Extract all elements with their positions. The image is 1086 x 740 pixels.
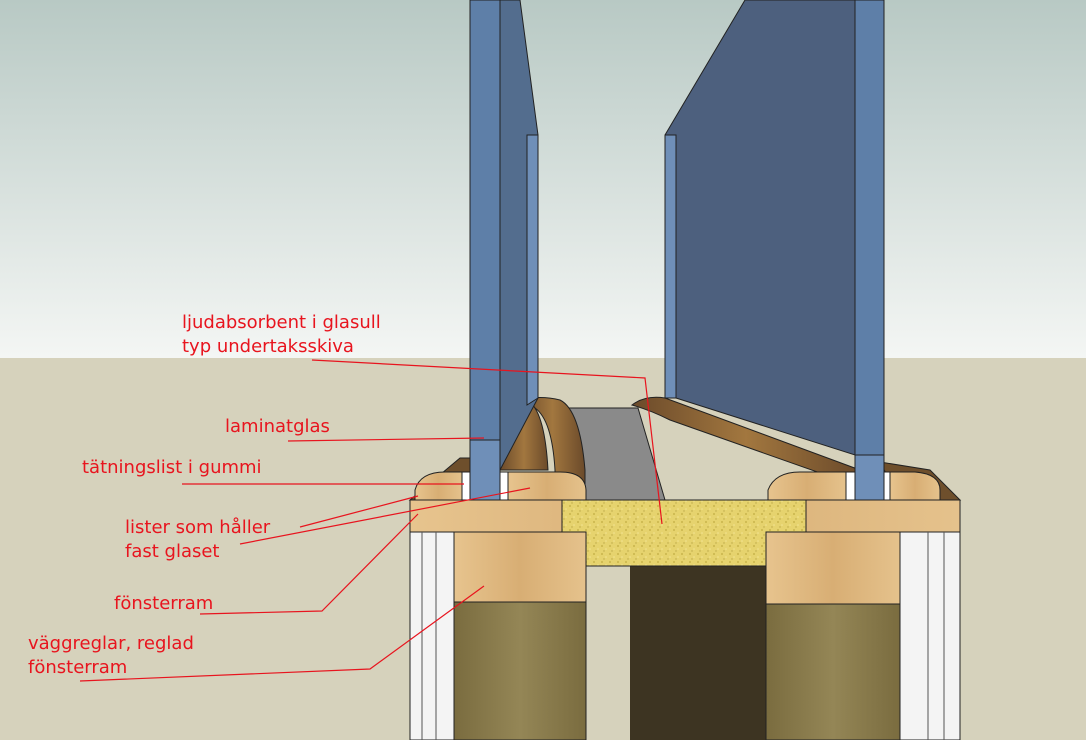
label-lister-line2: fast glaset	[125, 541, 220, 562]
leader-line-ljudabsorbent	[311, 359, 663, 525]
label-vaggreglar-line1: väggreglar, reglad	[28, 633, 194, 654]
label-lister: lister som håller fast glaset	[125, 516, 270, 564]
label-ljudabsorbent-line2: typ undertaksskiva	[182, 336, 354, 357]
label-tatningslist: tätningslist i gummi	[82, 457, 262, 478]
leader-line-lister-2	[239, 487, 531, 545]
label-vaggreglar: väggreglar, reglad fönsterram	[28, 632, 194, 680]
label-laminatglas: laminatglas	[225, 416, 330, 437]
leader-line-fonsterram	[199, 513, 419, 615]
leader-line-vaggreglar	[79, 585, 485, 682]
leader-line-laminatglas	[287, 437, 485, 442]
label-lister-line1: lister som håller	[125, 517, 271, 538]
label-ljudabsorbent: ljudabsorbent i glasull typ undertaksski…	[182, 311, 381, 359]
label-vaggreglar-line2: fönsterram	[28, 657, 128, 678]
label-ljudabsorbent-line1: ljudabsorbent i glasull	[182, 312, 381, 333]
leader-line-lister-1	[299, 495, 419, 528]
label-fonsterram: fönsterram	[114, 593, 214, 614]
